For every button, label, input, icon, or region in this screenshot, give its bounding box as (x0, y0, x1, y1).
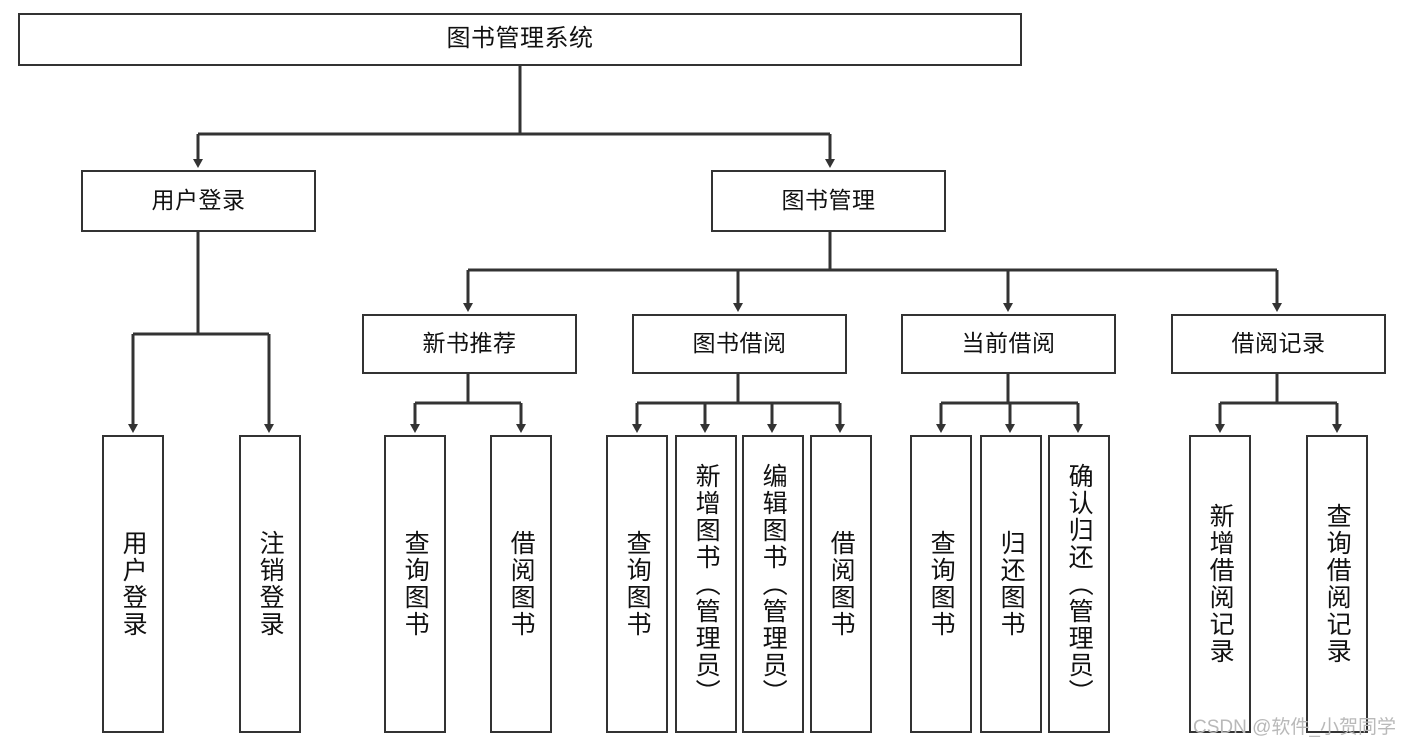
node-leaf-query-book-3-label: 查询图书 (927, 530, 956, 638)
node-leaf-add-book[interactable]: 新增图书（管理员） (675, 435, 737, 733)
node-user-login[interactable]: 用户登录 (81, 170, 316, 232)
node-new-book-recommend-label: 新书推荐 (422, 330, 517, 357)
node-borrow-record-label: 借阅记录 (1231, 330, 1326, 357)
node-leaf-edit-book[interactable]: 编辑图书（管理员） (742, 435, 804, 733)
node-leaf-query-book-3[interactable]: 查询图书 (910, 435, 972, 733)
node-new-book-recommend[interactable]: 新书推荐 (362, 314, 577, 374)
node-book-manage-label: 图书管理 (781, 187, 876, 214)
node-leaf-return-book[interactable]: 归还图书 (980, 435, 1042, 733)
csdn-watermark: CSDN @软件_小贺同学 (1193, 717, 1396, 738)
node-leaf-borrow-book-1-label: 借阅图书 (507, 530, 536, 638)
node-leaf-add-record-label: 新增借阅记录 (1206, 503, 1235, 665)
node-leaf-query-record-label: 查询借阅记录 (1323, 503, 1352, 665)
node-leaf-return-book-label: 归还图书 (997, 530, 1026, 638)
node-leaf-user-login[interactable]: 用户登录 (102, 435, 164, 733)
node-user-login-label: 用户登录 (151, 187, 246, 214)
node-root-label: 图书管理系统 (446, 25, 594, 53)
node-leaf-add-book-label: 新增图书（管理员） (692, 462, 721, 706)
node-leaf-borrow-book-1[interactable]: 借阅图书 (490, 435, 552, 733)
node-leaf-user-logout[interactable]: 注销登录 (239, 435, 301, 733)
node-current-borrow-label: 当前借阅 (961, 330, 1056, 357)
node-leaf-borrow-book-2[interactable]: 借阅图书 (810, 435, 872, 733)
node-leaf-borrow-book-2-label: 借阅图书 (827, 530, 856, 638)
node-borrow-record[interactable]: 借阅记录 (1171, 314, 1386, 374)
node-leaf-confirm-return-label: 确认归还（管理员） (1065, 462, 1094, 706)
node-leaf-query-record[interactable]: 查询借阅记录 (1306, 435, 1368, 733)
node-root[interactable]: 图书管理系统 (18, 13, 1022, 66)
node-leaf-query-book-1-label: 查询图书 (401, 530, 430, 638)
node-leaf-add-record[interactable]: 新增借阅记录 (1189, 435, 1251, 733)
node-leaf-confirm-return[interactable]: 确认归还（管理员） (1048, 435, 1110, 733)
node-leaf-query-book-1[interactable]: 查询图书 (384, 435, 446, 733)
node-book-manage[interactable]: 图书管理 (711, 170, 946, 232)
node-leaf-query-book-2[interactable]: 查询图书 (606, 435, 668, 733)
node-leaf-user-login-label: 用户登录 (119, 530, 148, 638)
node-leaf-edit-book-label: 编辑图书（管理员） (759, 462, 788, 706)
node-leaf-query-book-2-label: 查询图书 (623, 530, 652, 638)
node-leaf-user-logout-label: 注销登录 (256, 530, 285, 638)
node-book-borrow[interactable]: 图书借阅 (632, 314, 847, 374)
node-current-borrow[interactable]: 当前借阅 (901, 314, 1116, 374)
node-book-borrow-label: 图书借阅 (692, 330, 787, 357)
